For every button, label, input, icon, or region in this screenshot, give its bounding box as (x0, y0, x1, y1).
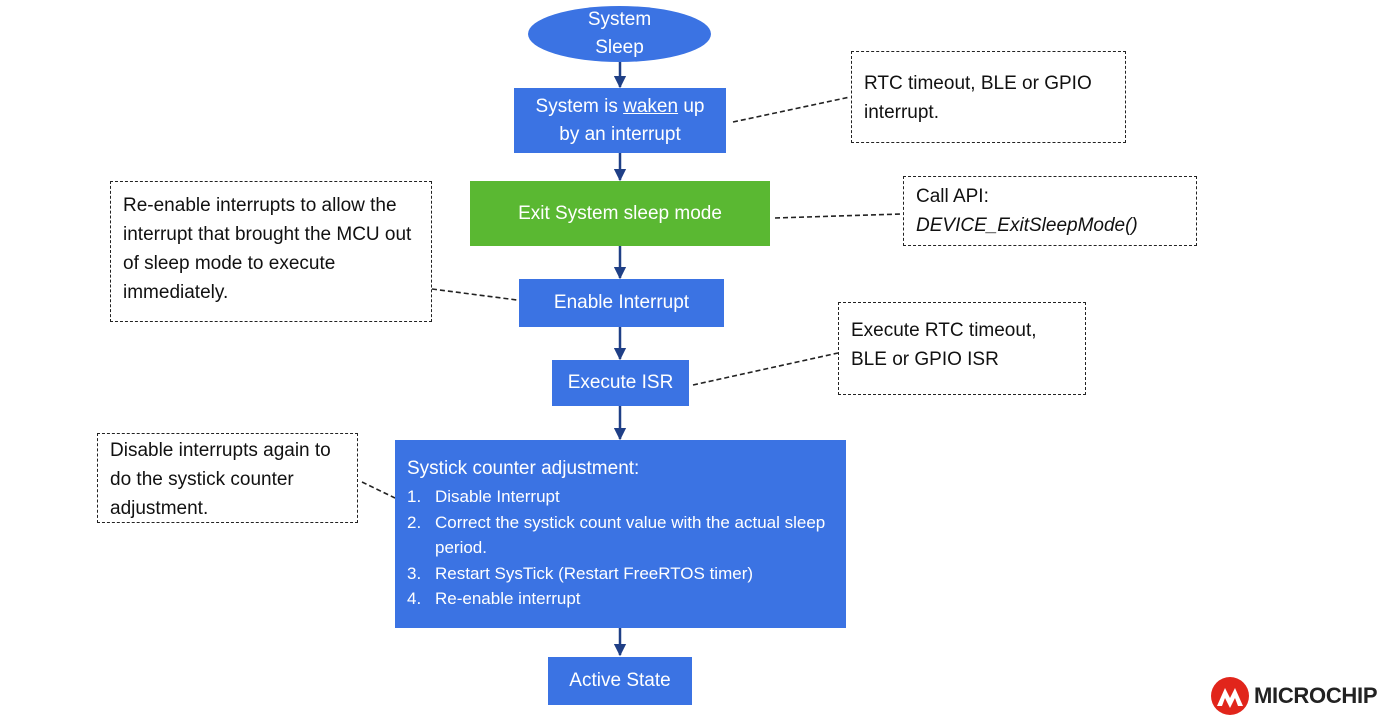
execute-isr-label: Execute ISR (567, 372, 674, 393)
connector-disable-again (361, 481, 396, 499)
systick-step: 1.Disable Interrupt (407, 487, 560, 506)
exit-sleep-label: Exit System sleep mode (518, 202, 722, 224)
systick-steps: 1.Disable Interrupt 2.Correct the systic… (407, 484, 834, 612)
connector-execute-isr (692, 352, 839, 386)
exit-sleep-node: Exit System sleep mode (470, 181, 770, 246)
woken-up-line1: System is waken up (535, 95, 705, 117)
note-reenable-interrupts: Re-enable interrupts to allow the interr… (110, 181, 432, 322)
systick-title: Systick counter adjustment: (407, 458, 640, 479)
microchip-logo-mark-icon (1211, 677, 1249, 715)
enable-interrupt-label: Enable Interrupt (553, 292, 690, 313)
connector-reenable (431, 288, 518, 301)
note-wake-sources: RTC timeout, BLE or GPIO interrupt. (851, 51, 1126, 143)
system-sleep-line1: System (587, 9, 652, 30)
call-api-function: DEVICE_ExitSleepMode() (916, 215, 1138, 236)
systick-step: 3.Restart SysTick (Restart FreeRTOS time… (407, 563, 754, 583)
microchip-logo: MICROCHIP (1210, 676, 1380, 716)
note-call-api: Call API: DEVICE_ExitSleepMode() (903, 176, 1197, 246)
systick-step: 4.Re-enable interrupt (407, 589, 581, 608)
systick-step: 2.Correct the systick count value with t… (407, 512, 826, 558)
system-sleep-line2: Sleep (595, 37, 644, 58)
systick-adjustment-node: Systick counter adjustment: 1.Disable In… (395, 440, 846, 628)
active-state-label: Active State (569, 670, 671, 691)
woken-up-line2: by an interrupt (559, 123, 681, 145)
connector-wake-sources (732, 96, 851, 123)
call-api-line1: Call API: (916, 186, 989, 207)
note-execute-isr: Execute RTC timeout, BLE or GPIO ISR (838, 302, 1086, 395)
note-disable-again: Disable interrupts again to do the systi… (97, 433, 358, 523)
waken-underlined: waken (623, 95, 679, 117)
active-state-node: Active State (548, 657, 692, 705)
woken-up-node: System is waken up by an interrupt (514, 88, 726, 153)
execute-isr-node: Execute ISR (552, 360, 689, 406)
system-sleep-node: System Sleep (528, 6, 711, 62)
microchip-logo-text: MICROCHIP (1254, 683, 1378, 708)
enable-interrupt-node: Enable Interrupt (519, 279, 724, 327)
connector-call-api (774, 213, 903, 219)
